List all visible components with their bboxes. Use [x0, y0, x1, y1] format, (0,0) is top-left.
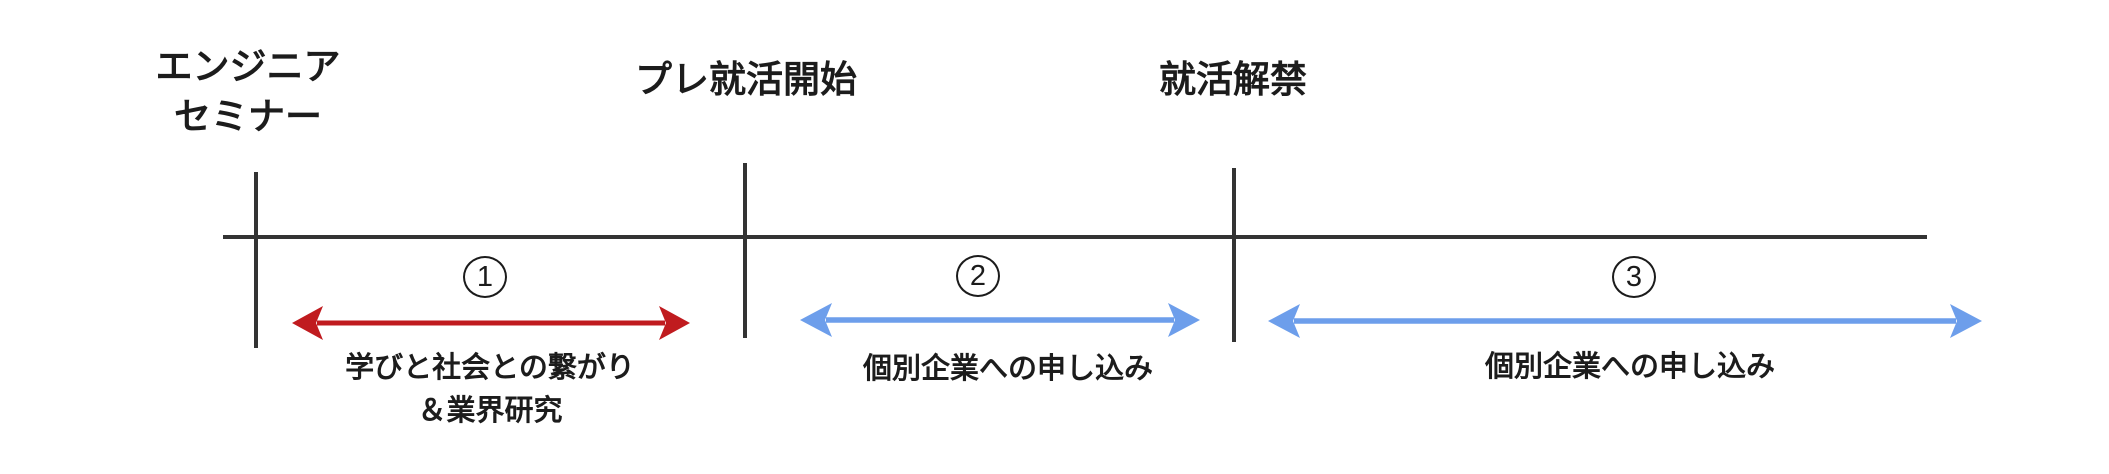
- section3-caption: 個別企業への申し込み: [1485, 346, 1775, 389]
- section3-arrowhead-right: [1950, 304, 1982, 338]
- milestone-label-line: プレ就活開始: [635, 59, 857, 100]
- milestone-label-pre-shukatsu-start: プレ就活開始: [635, 55, 857, 105]
- section3-arrowhead-left: [1268, 304, 1300, 338]
- section1-arrowhead-left: [292, 306, 323, 340]
- milestone-label-line: セミナー: [174, 96, 322, 137]
- milestone-label-engineer-seminar: エンジニア セミナー: [156, 42, 341, 142]
- section2-caption: 個別企業への申し込み: [863, 348, 1153, 391]
- section2-caption-line: 個別企業への申し込み: [862, 353, 1154, 385]
- section1-arrowhead-right: [659, 306, 690, 340]
- milestone-label-line: エンジニア: [155, 46, 341, 87]
- milestone-label-line: 就活解禁: [1159, 59, 1307, 100]
- section2-arrowhead-right: [1168, 303, 1200, 337]
- section3-caption-line: 個別企業への申し込み: [1484, 351, 1776, 383]
- section1-caption-line: ＆業界研究: [417, 395, 563, 427]
- section2-circled-number: 2: [956, 255, 1000, 297]
- section2-arrowhead-left: [800, 303, 832, 337]
- milestone-label-shukatsu-kaikin: 就活解禁: [1159, 55, 1307, 105]
- section1-circled-number: 1: [463, 256, 507, 298]
- section1-number: 1: [476, 260, 494, 293]
- section2-number: 2: [969, 259, 987, 292]
- section1-caption-line: 学びと社会との繋がり: [345, 352, 635, 384]
- section3-circled-number: 3: [1612, 256, 1656, 298]
- section1-caption: 学びと社会との繋がり ＆業界研究: [345, 347, 635, 433]
- section3-number: 3: [1625, 260, 1643, 293]
